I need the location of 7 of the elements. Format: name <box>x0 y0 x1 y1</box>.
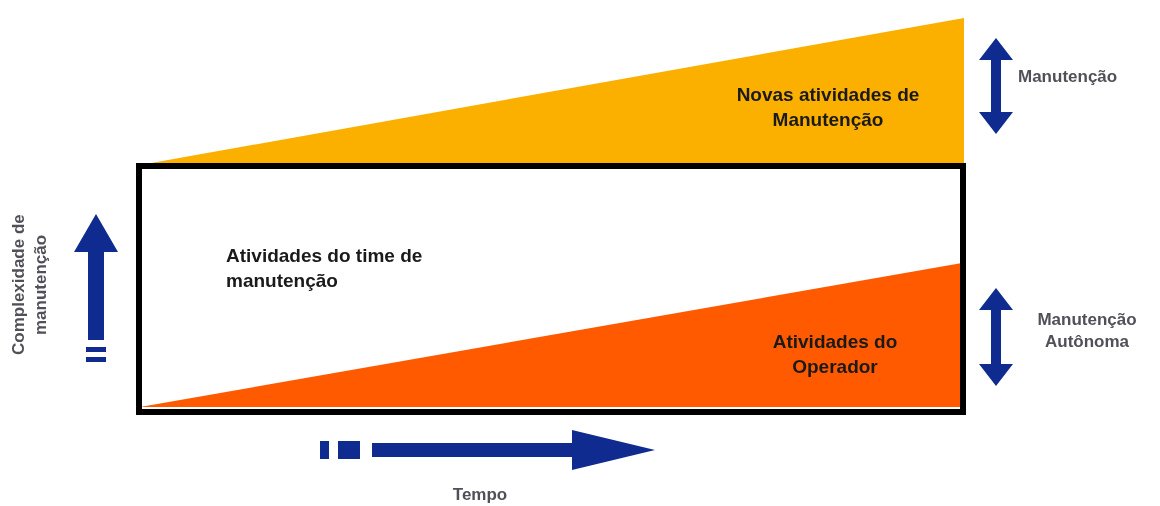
region-label: Atividades do Operador <box>771 330 899 379</box>
side-label: Manutenção Autônoma <box>1036 309 1138 353</box>
region-label: Atividades do time de manutenção <box>226 244 424 293</box>
region-label: Novas atividades de Manutenção <box>735 83 921 132</box>
side-label: Manutenção <box>1018 66 1119 88</box>
side-label: Tempo <box>451 484 509 506</box>
axis-label: Complexidade de manutenção <box>8 213 51 358</box>
